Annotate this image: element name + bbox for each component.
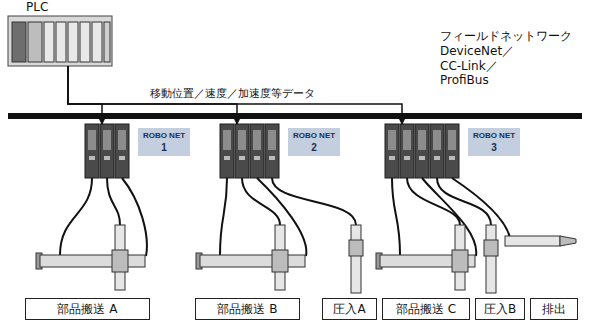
plc-unit: PLC — [8, 0, 112, 66]
process-label-box: 圧入B — [475, 298, 525, 320]
unit-name: PLC — [26, 0, 48, 14]
gateway-name: 2 — [292, 142, 336, 154]
controller-modules — [85, 124, 459, 178]
process-name: 圧入B — [484, 301, 516, 318]
process-name: 部品搬送 A — [57, 301, 117, 318]
process-name: 圧入A — [333, 301, 365, 318]
gateway-name: ROBO NET — [472, 130, 516, 142]
process-label-box: 部品搬送 C — [382, 298, 470, 320]
gateway-name: ROBO NET — [292, 130, 336, 142]
network-label: フィールドネットワーク — [440, 28, 572, 45]
process-name: 部品搬送 C — [396, 301, 456, 318]
network-label: CC-Link／ — [440, 58, 498, 75]
robonet-badge: ROBO NET2 — [288, 128, 340, 156]
actuators — [36, 225, 576, 293]
gateway-name: 3 — [472, 142, 516, 154]
process-label-box: 圧入A — [322, 298, 377, 320]
process-label-box: 排出 — [530, 298, 578, 320]
field-bus — [8, 113, 582, 119]
gateway-name: ROBO NET — [142, 130, 186, 142]
data-label: 移動位置／速度／加速度等データ — [150, 86, 315, 101]
robonet-gateway: ROBO NET1 — [85, 124, 197, 180]
robonet-gateway: ROBO NET3 — [385, 124, 526, 180]
data-connector — [68, 66, 102, 124]
network-label: ProfiBus — [440, 73, 489, 87]
process-name: 排出 — [542, 301, 566, 318]
robonet-badge: ROBO NET3 — [468, 128, 520, 156]
robonet-badge: ROBO NET1 — [138, 128, 190, 156]
process-label-box: 部品搬送 B — [195, 298, 300, 320]
process-name: 部品搬送 B — [217, 301, 277, 318]
network-label: DeviceNet／ — [440, 43, 514, 60]
robonet-gateway: ROBO NET2 — [220, 124, 346, 180]
plc-rack — [8, 16, 112, 66]
process-label-box: 部品搬送 A — [25, 298, 150, 320]
data-connector — [68, 66, 402, 124]
gateway-name: 1 — [142, 142, 186, 154]
